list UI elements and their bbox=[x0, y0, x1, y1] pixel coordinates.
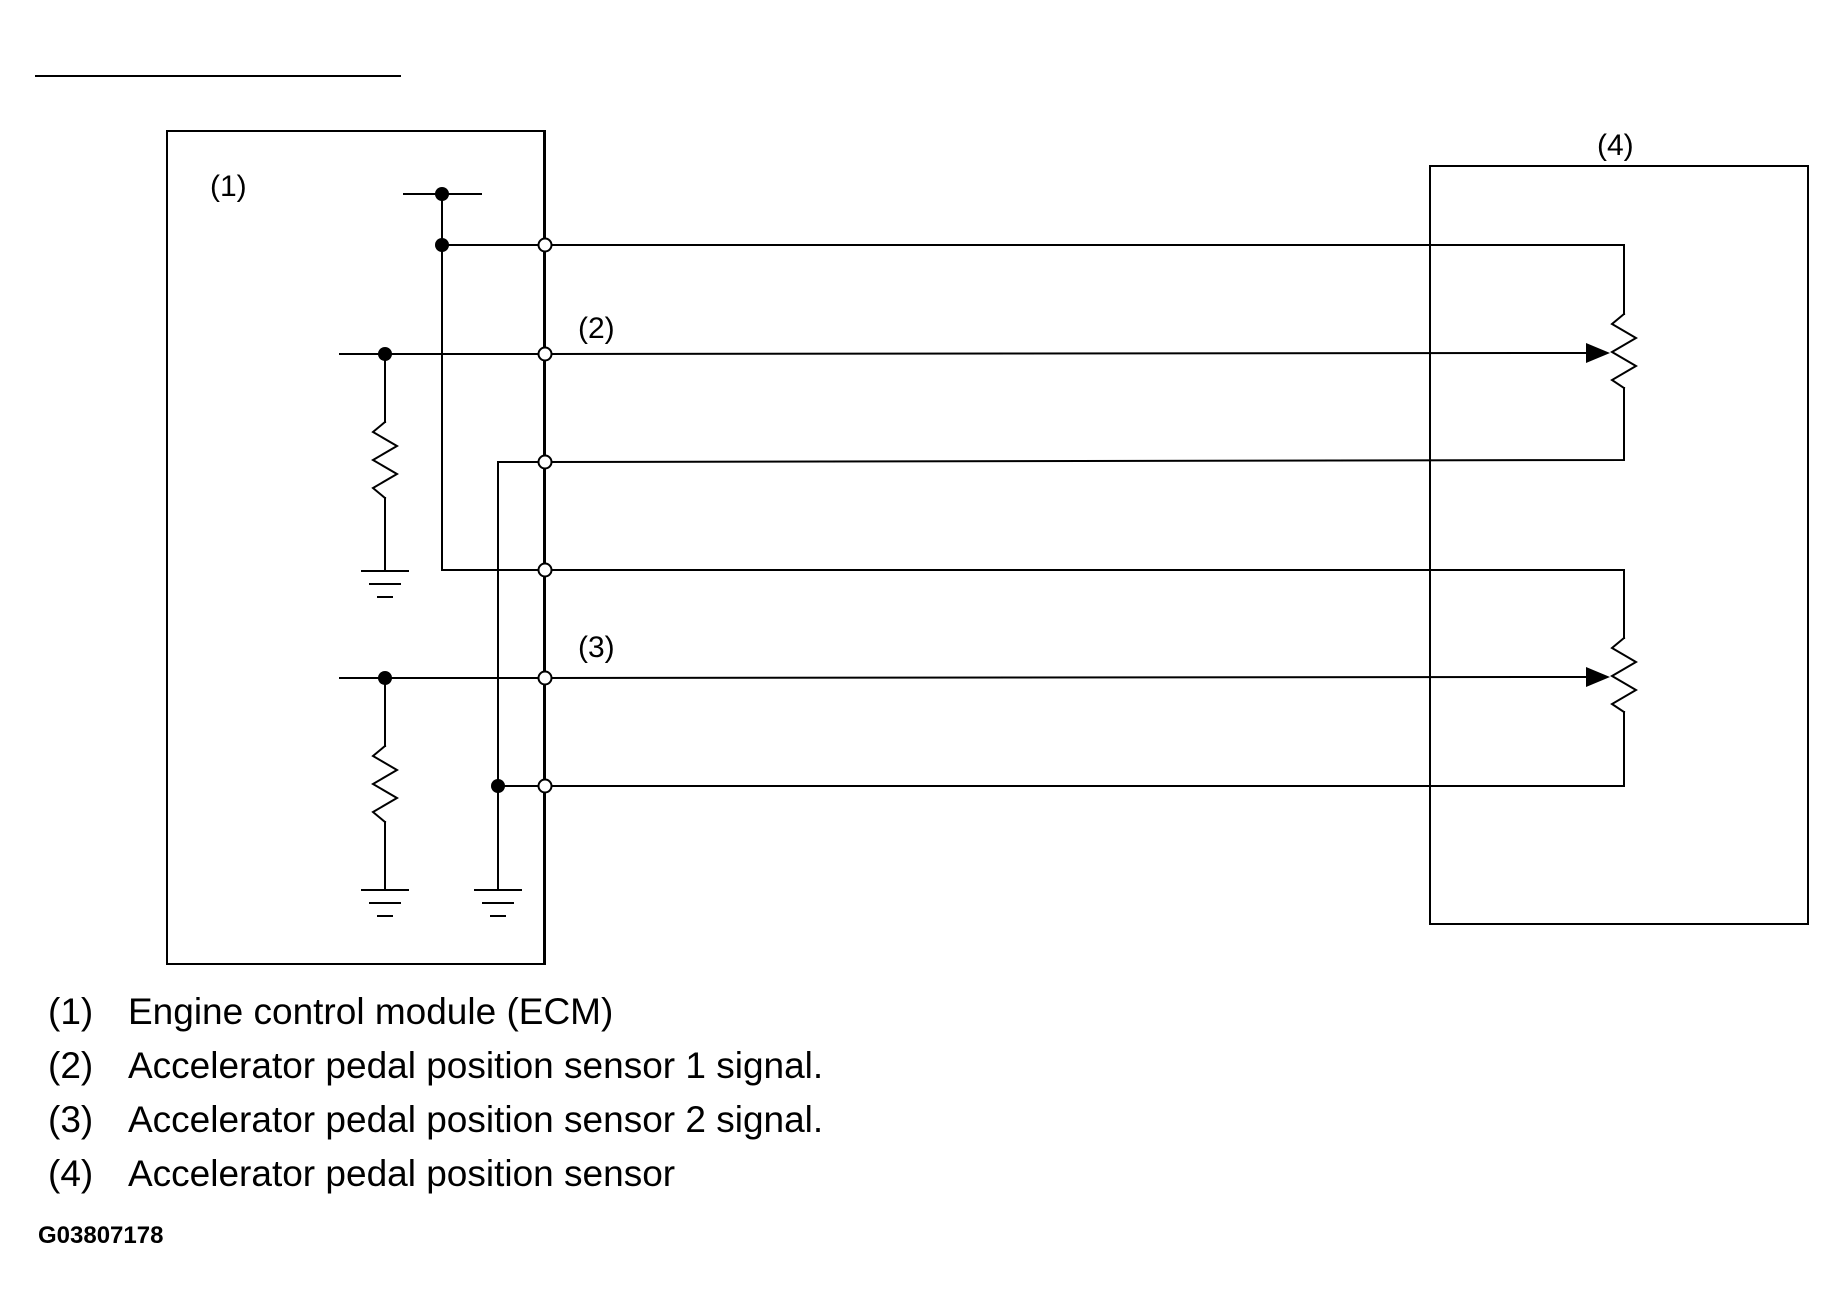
signal1-pullup-circuit bbox=[339, 353, 546, 598]
legend-number: (4) bbox=[48, 1153, 94, 1194]
legend-number: (2) bbox=[48, 1045, 94, 1086]
power-supply-line bbox=[403, 193, 546, 571]
sensor-box bbox=[1429, 165, 1809, 925]
legend-text: Engine control module (ECM) bbox=[128, 991, 614, 1032]
connector-terminals bbox=[537, 237, 553, 794]
figure-id: G03807178 bbox=[38, 1222, 164, 1249]
sensor1-wiper-arrow bbox=[1586, 343, 1610, 363]
sensor2-wiper-arrow bbox=[1586, 667, 1610, 687]
legend-text: Accelerator pedal position sensor bbox=[128, 1153, 676, 1194]
legend-text: Accelerator pedal position sensor 1 sign… bbox=[128, 1045, 824, 1086]
sensor2-wiring bbox=[543, 569, 1638, 787]
signal2-label: (3) bbox=[578, 631, 615, 664]
signal2-pullup-circuit bbox=[339, 677, 546, 917]
legend-number: (1) bbox=[48, 991, 94, 1032]
legend-text: Accelerator pedal position sensor 2 sign… bbox=[128, 1099, 824, 1140]
junction-dots bbox=[378, 187, 505, 793]
sensor1-wiring bbox=[543, 244, 1638, 464]
sensor-ground-circuit bbox=[474, 461, 546, 917]
signal1-label: (2) bbox=[578, 312, 615, 345]
sensor-label: (4) bbox=[1597, 129, 1634, 162]
legend-number: (3) bbox=[48, 1099, 94, 1140]
ecm-label: (1) bbox=[210, 170, 247, 203]
ecm-box bbox=[166, 130, 545, 965]
